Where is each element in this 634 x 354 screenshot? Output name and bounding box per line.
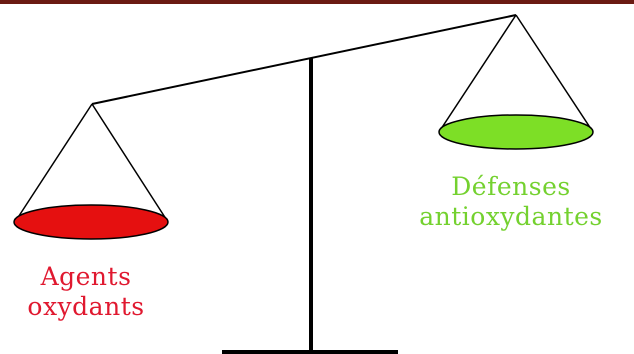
antioxidants-label: Défenses antioxydantes: [388, 172, 634, 232]
left-pan-string-right: [92, 104, 168, 222]
antioxidants-label-line2: antioxydantes: [388, 202, 634, 232]
left-pan-string-left: [15, 104, 92, 222]
antioxidants-label-line1: Défenses: [388, 172, 634, 202]
scale-beam: [92, 15, 516, 104]
right-pan-antioxidants: [439, 115, 593, 149]
oxidants-label-line2: oxydants: [6, 292, 166, 322]
left-pan-oxidants: [14, 205, 168, 239]
oxidants-label-line1: Agents: [6, 262, 166, 292]
oxidants-label: Agents oxydants: [6, 262, 166, 322]
